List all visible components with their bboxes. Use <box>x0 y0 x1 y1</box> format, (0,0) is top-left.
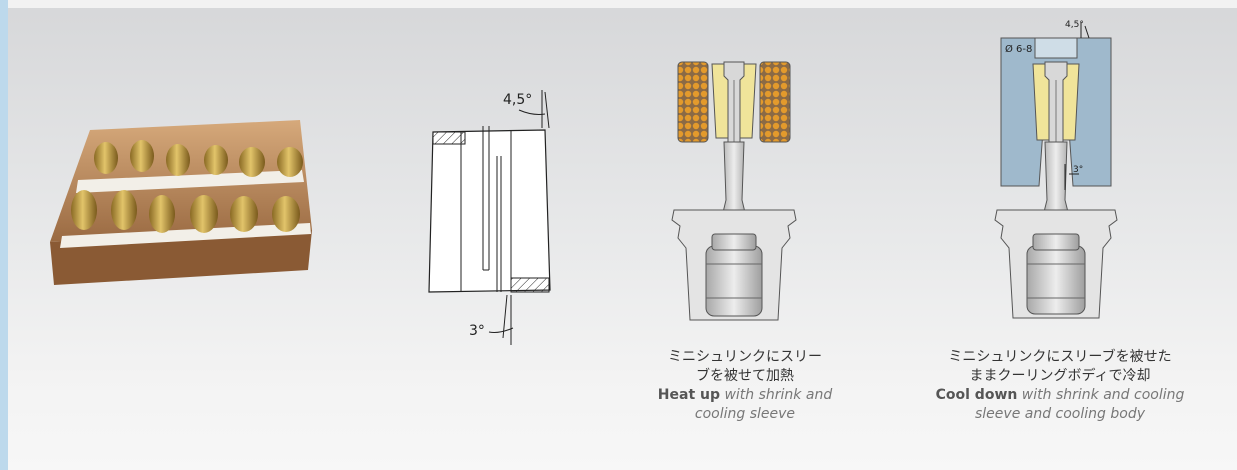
top-band <box>0 0 1237 8</box>
heat-up-caption-jp-1: ミニシュリンクにスリー <box>668 349 822 365</box>
heat-up-illustration <box>671 61 797 321</box>
hatch-bottom-right <box>510 277 550 293</box>
cool-down-caption-jp-1: ミニシュリンクにスリーブを被せた <box>948 349 1172 365</box>
collet-set-illustration <box>50 120 312 285</box>
heat-up-caption-bold: Heat up <box>657 387 721 403</box>
heat-up-caption-italic-1: with shrink and <box>720 387 833 403</box>
clamp-nut <box>705 245 763 317</box>
cooling-diameter-label: Ø 6-8 <box>1005 43 1032 55</box>
cool-clamp-nut <box>1026 245 1086 315</box>
cool-angle-side-label: 3° <box>1073 165 1083 175</box>
cooling-body-top-slot <box>1034 37 1078 59</box>
left-accent-bar <box>0 0 8 470</box>
collet-cross-section-drawing: 4,5° 3° <box>428 90 551 345</box>
cool-angle-top-label: 4,5° <box>1065 20 1084 30</box>
cool-down-caption-italic-2: sleeve and cooling body <box>975 406 1145 422</box>
cool-down-caption-jp-2: ままクーリングボディで冷却 <box>969 368 1151 384</box>
heat-up-caption-jp-2: ブを被せて加熱 <box>696 368 794 384</box>
cool-down-caption-italic-1: with shrink and cooling <box>1017 387 1185 403</box>
cool-down-caption-bold: Cool down <box>935 387 1018 403</box>
heat-up-caption: ミニシュリンクにスリー ブを被せて加熱 Heat up with shrink … <box>630 348 860 424</box>
hatch-top-left <box>432 131 466 145</box>
cool-down-caption: ミニシュリンクにスリーブを被せた ままクーリングボディで冷却 Cool down… <box>905 348 1215 424</box>
cool-down-illustration: Ø 6-8 4,5° 3° <box>994 20 1118 319</box>
heat-up-caption-italic-2: cooling sleeve <box>694 406 796 422</box>
collet-angle-bottom-label: 3° <box>469 323 485 339</box>
collet-row-1 <box>94 140 303 177</box>
collet-row-2 <box>71 190 300 233</box>
collet-angle-top-label: 4,5° <box>503 92 532 108</box>
heat-coil-right <box>759 61 791 143</box>
heat-coil-left <box>677 61 709 143</box>
